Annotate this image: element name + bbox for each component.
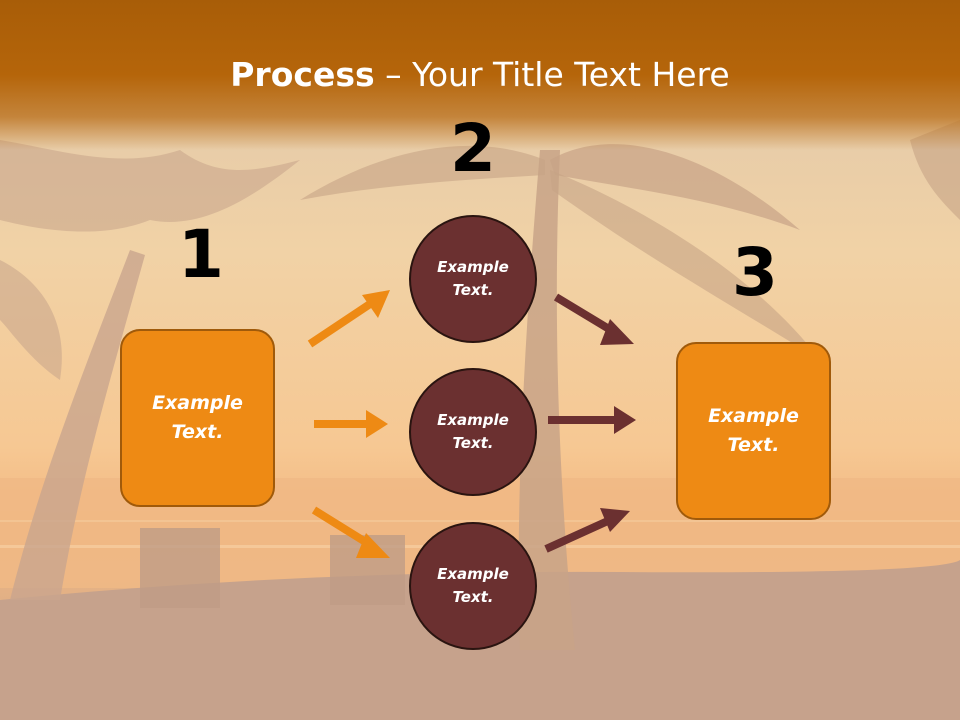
circle-middle: Example Text.: [409, 368, 537, 496]
circle-middle-label: Example Text.: [437, 411, 509, 452]
slide-title: Process – Your Title Text Here: [0, 55, 960, 94]
step-number-1: 1: [178, 216, 224, 293]
circle-bottom-label: Example Text.: [437, 565, 509, 606]
circle-bottom: Example Text.: [409, 522, 537, 650]
step-number-3: 3: [732, 234, 778, 311]
title-bar: [0, 0, 960, 150]
step-1-label: Example Text.: [152, 392, 243, 443]
step-3-box: Example Text.: [676, 342, 831, 520]
step-1-box: Example Text.: [120, 329, 275, 507]
circle-top: Example Text.: [409, 215, 537, 343]
circle-top-label: Example Text.: [437, 258, 509, 299]
title-rest: – Your Title Text Here: [374, 55, 730, 94]
step-number-2: 2: [450, 110, 496, 187]
step-3-label: Example Text.: [708, 405, 799, 456]
title-bold: Process: [230, 55, 375, 94]
